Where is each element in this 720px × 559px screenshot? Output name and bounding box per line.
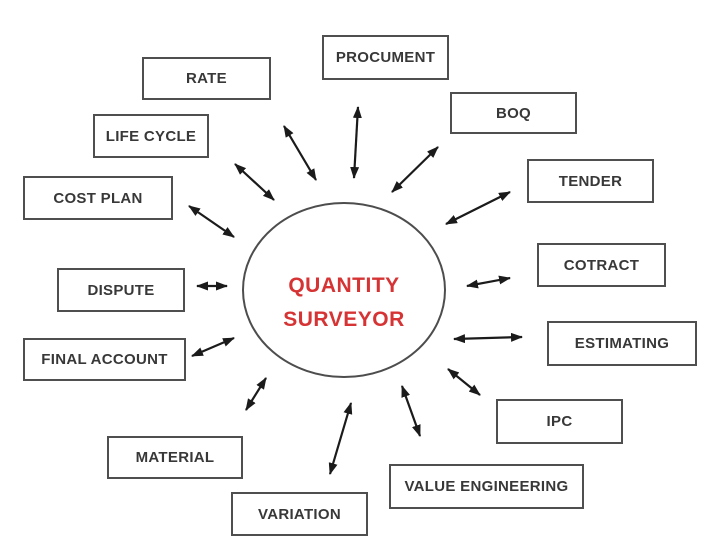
node-procument: PROCUMENT bbox=[322, 35, 449, 80]
node-boq-label: BOQ bbox=[495, 104, 532, 122]
arrow-variation bbox=[328, 402, 353, 475]
arrow-procument bbox=[350, 106, 362, 179]
node-rate-label: RATE bbox=[186, 70, 227, 87]
node-boq: BOQ bbox=[450, 92, 577, 134]
node-estimating-label: ESTIMATING bbox=[574, 335, 670, 352]
arrow-cotract bbox=[466, 275, 511, 289]
node-cost-plan-label: COST PLAN bbox=[53, 189, 143, 207]
center-label-line1: QUANTITY bbox=[288, 274, 400, 297]
node-ipc: IPC bbox=[496, 399, 623, 444]
arrow-material bbox=[245, 377, 267, 411]
node-material: MATERIAL bbox=[107, 436, 243, 479]
arrow-cost-plan bbox=[188, 205, 235, 238]
arrow-tender bbox=[445, 191, 511, 225]
node-procument-label: PROCUMENT bbox=[335, 49, 436, 66]
center-label-line2: SURVEYOR bbox=[283, 308, 405, 331]
node-final-account-label: FINAL ACCOUNT bbox=[41, 351, 168, 368]
node-cost-plan: COST PLAN bbox=[23, 176, 173, 220]
arrow-estimating bbox=[453, 332, 523, 344]
node-life-cycle: LIFE CYCLE bbox=[93, 114, 209, 158]
node-dispute-label: DISPUTE bbox=[87, 281, 155, 299]
arrow-boq bbox=[391, 146, 439, 193]
node-life-cycle-label: LIFE CYCLE bbox=[105, 127, 197, 145]
node-variation: VARIATION bbox=[231, 492, 368, 536]
node-cotract: COTRACT bbox=[537, 243, 666, 287]
arrow-value-engineering bbox=[400, 385, 422, 437]
node-value-engineering-label: VALUE ENGINEERING bbox=[404, 478, 569, 495]
node-ipc-label: IPC bbox=[546, 413, 573, 430]
arrow-final-account bbox=[191, 336, 235, 358]
node-material-label: MATERIAL bbox=[135, 449, 215, 466]
node-estimating: ESTIMATING bbox=[547, 321, 697, 366]
node-value-engineering: VALUE ENGINEERING bbox=[389, 464, 584, 509]
arrow-life-cycle bbox=[234, 163, 275, 201]
node-rate: RATE bbox=[142, 57, 271, 100]
center-label: QUANTITY SURVEYOR bbox=[243, 269, 445, 337]
node-variation-label: VARIATION bbox=[258, 505, 341, 523]
node-cotract-label: COTRACT bbox=[563, 256, 640, 274]
node-dispute: DISPUTE bbox=[57, 268, 185, 312]
node-tender: TENDER bbox=[527, 159, 654, 203]
node-tender-label: TENDER bbox=[558, 172, 623, 190]
arrow-ipc bbox=[447, 368, 481, 396]
arrow-rate bbox=[283, 125, 317, 181]
node-final-account: FINAL ACCOUNT bbox=[23, 338, 186, 381]
center-ellipse bbox=[242, 202, 446, 378]
